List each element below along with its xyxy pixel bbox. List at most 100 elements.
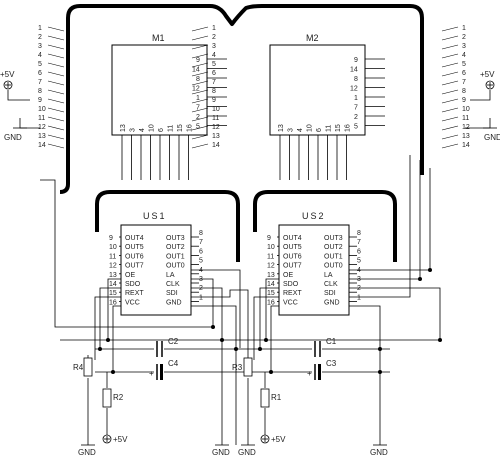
bus-wire bbox=[441, 134, 459, 140]
harness-ic2 bbox=[253, 190, 397, 262]
vcc-symbol-r1 bbox=[260, 434, 270, 444]
us2-right-pin-number: 3 bbox=[357, 276, 361, 283]
us1-left-pin-label: REXT bbox=[125, 290, 144, 297]
bus-wire bbox=[47, 116, 65, 122]
us1-left-pin-number: 16 bbox=[109, 299, 117, 306]
us2-right-pin-label: OUT0 bbox=[324, 263, 343, 270]
us2-left-pin-number: 11 bbox=[267, 253, 274, 260]
m2-bottom-pin-label: 15 bbox=[335, 124, 342, 132]
resistor-r3-label: R3 bbox=[232, 363, 243, 372]
capacitor-c4-plus: + bbox=[149, 369, 154, 378]
module-m1-box bbox=[111, 44, 208, 136]
bus-wire bbox=[441, 62, 459, 68]
bus-number-label: 10 bbox=[212, 106, 220, 113]
m1-right-pin-label: 14 bbox=[192, 67, 200, 74]
m1-bottom-pin-label: 13 bbox=[120, 124, 127, 132]
m2-right-pin-label: 8 bbox=[354, 76, 358, 83]
m2-right-pin-label: 1 bbox=[354, 95, 358, 102]
m1-right-pin-label: 9 bbox=[196, 57, 200, 64]
m2-right-pin-label: 2 bbox=[354, 114, 358, 121]
bus-wire bbox=[441, 53, 459, 59]
gnd-label-left: GND bbox=[4, 133, 22, 142]
power-symbols bbox=[3, 80, 497, 446]
bus-number-label: 3 bbox=[38, 43, 42, 50]
bus-number-label: 8 bbox=[462, 88, 466, 95]
capacitor-c4-label: C4 bbox=[168, 359, 179, 368]
us2-left-pin-label: REXT bbox=[283, 290, 302, 297]
m2-right-pin-label: 5 bbox=[354, 124, 358, 131]
ic-us1-title: US1 bbox=[143, 211, 167, 221]
us2-right-pin-label: OUT3 bbox=[324, 235, 343, 242]
bus-wire bbox=[191, 116, 209, 122]
bus-number-label: 14 bbox=[212, 142, 220, 149]
gnd-label-4: GND bbox=[370, 448, 388, 457]
m2-right-pin-label: 12 bbox=[350, 86, 358, 93]
vcc-label-r2: +5V bbox=[113, 435, 128, 444]
bus-wire bbox=[191, 62, 209, 68]
us1-right-pin-number: 3 bbox=[199, 276, 203, 283]
resistor-r4: R4 bbox=[73, 357, 93, 377]
us2-left-pin-number: 16 bbox=[267, 299, 275, 306]
bus-wire bbox=[441, 143, 459, 149]
bus-number-label: 1 bbox=[38, 25, 42, 32]
bus-number-label: 6 bbox=[462, 70, 466, 77]
m2-bottom-pin-label: 10 bbox=[307, 124, 314, 132]
gnd-label-2: GND bbox=[212, 448, 230, 457]
bus-number-label: 4 bbox=[38, 52, 42, 59]
vcc-symbol-left bbox=[3, 80, 13, 90]
us2-left-pin-label: OE bbox=[283, 272, 293, 279]
gnd-label-3: GND bbox=[238, 448, 256, 457]
bus-number-label: 1 bbox=[212, 25, 216, 32]
bus-wire bbox=[441, 89, 459, 95]
capacitor-c2: C2 bbox=[154, 337, 179, 357]
us2-left-pin-label: OUT7 bbox=[283, 263, 302, 270]
bus-wire bbox=[441, 107, 459, 113]
bus-wire bbox=[441, 35, 459, 41]
resistor-r2: R2 bbox=[102, 388, 124, 408]
m1-bottom-pin-label: 6 bbox=[158, 128, 165, 132]
bus-wire bbox=[191, 125, 209, 131]
us1-left-pin-number: 13 bbox=[109, 272, 117, 279]
us2-left-pin-number: 12 bbox=[267, 263, 275, 270]
bus-number-label: 5 bbox=[38, 61, 42, 68]
bus-wire bbox=[47, 44, 65, 50]
bus-number-label: 14 bbox=[38, 142, 46, 149]
bus-wire bbox=[191, 98, 209, 104]
us1-right-pin-number: 1 bbox=[199, 294, 203, 301]
us2-right-pin-label: GND bbox=[324, 299, 340, 306]
vcc-label-r1: +5V bbox=[271, 435, 286, 444]
m1-bottom-pin-label: 15 bbox=[177, 124, 184, 132]
us1-right-pin-label: LA bbox=[166, 272, 175, 279]
bus-number-label: 13 bbox=[212, 133, 220, 140]
us1-left-pin-number: 10 bbox=[109, 244, 117, 251]
ic-us2-title: US2 bbox=[302, 211, 326, 221]
harness-ic1 bbox=[95, 190, 240, 262]
bus-number-label: 10 bbox=[38, 106, 46, 113]
bus-number-label: 11 bbox=[212, 115, 219, 122]
us1-left-pin-label: SDO bbox=[125, 281, 141, 288]
capacitor-c1-label: C1 bbox=[326, 337, 337, 346]
us1-right-pin-label: OUT1 bbox=[166, 253, 185, 260]
bus-number-label: 7 bbox=[212, 79, 216, 86]
us1-right-pin-label: OUT0 bbox=[166, 263, 185, 270]
bus-number-label: 13 bbox=[462, 133, 470, 140]
capacitor-c4: C4 + bbox=[149, 359, 179, 380]
bus-number-label: 13 bbox=[38, 133, 46, 140]
vcc-symbol-r2 bbox=[102, 434, 112, 444]
bus-number-label: 5 bbox=[462, 61, 466, 68]
us2-right-pin-number: 5 bbox=[357, 258, 361, 265]
us2-right-pin-number: 7 bbox=[357, 239, 361, 246]
bus-wire bbox=[191, 107, 209, 113]
us1-right-pin-label: CLK bbox=[166, 281, 180, 288]
capacitor-c3-plus: + bbox=[307, 369, 312, 378]
bus-number-label: 8 bbox=[212, 88, 216, 95]
m2-bottom-pin-label: 6 bbox=[316, 128, 323, 132]
m1-right-pin-label: 1 bbox=[196, 95, 200, 102]
m2-bottom-pin-label: 13 bbox=[278, 124, 285, 132]
us1-left-pin-number: 14 bbox=[109, 281, 117, 288]
bus-number-label: 10 bbox=[462, 106, 470, 113]
bus-number-label: 4 bbox=[462, 52, 466, 59]
us1-left-pin-label: VCC bbox=[125, 299, 140, 306]
